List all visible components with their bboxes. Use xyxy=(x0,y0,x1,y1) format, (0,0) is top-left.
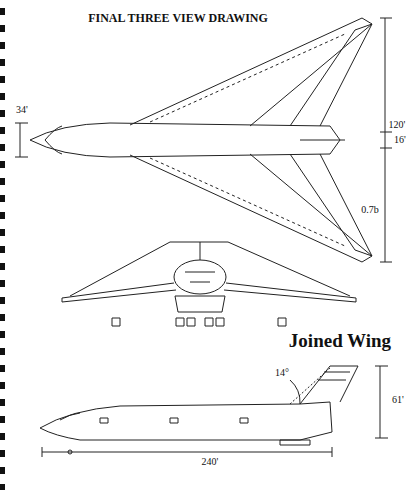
binding-mark xyxy=(0,178,5,185)
aft-wing-upper xyxy=(290,24,372,126)
dimension-label: 34' xyxy=(15,105,29,115)
fuselage-plan xyxy=(30,123,340,157)
binding-mark xyxy=(0,450,5,457)
front-wing-lower xyxy=(130,154,372,262)
dimension-label: 16' xyxy=(393,135,407,145)
binding-mark xyxy=(0,110,5,117)
dimension-label: 120' xyxy=(388,120,407,130)
dimension-label: Joined Wing xyxy=(289,331,391,350)
angle-arc xyxy=(290,380,300,404)
binding-mark xyxy=(0,416,5,423)
drawing-title: FINAL THREE VIEW DRAWING xyxy=(88,12,268,24)
main-gear xyxy=(280,440,310,445)
dimension-label: 14° xyxy=(274,368,290,378)
dimension-label: 0.7b xyxy=(360,205,380,215)
binding-mark xyxy=(0,144,5,151)
binding-mark xyxy=(0,280,5,287)
engine-bay xyxy=(175,296,225,312)
binding-mark xyxy=(0,263,5,270)
binding-mark xyxy=(0,212,5,219)
fuselage-side xyxy=(40,402,332,440)
windows xyxy=(185,272,215,282)
binding-mark xyxy=(0,93,5,100)
binding-mark xyxy=(0,8,5,15)
binding-mark xyxy=(0,484,5,490)
right-wing-front xyxy=(224,283,356,302)
wing-spar xyxy=(150,34,345,246)
binding-mark xyxy=(0,467,5,474)
binding-mark xyxy=(0,25,5,32)
binding-marks xyxy=(0,8,5,490)
length-dimension xyxy=(42,447,332,457)
binding-mark xyxy=(0,433,5,440)
canopy xyxy=(45,126,62,154)
binding-mark xyxy=(0,399,5,406)
fin-plan xyxy=(300,140,345,141)
binding-mark xyxy=(0,76,5,83)
binding-mark xyxy=(0,365,5,372)
binding-mark xyxy=(0,314,5,321)
binding-mark xyxy=(0,161,5,168)
doors xyxy=(100,418,248,423)
cockpit xyxy=(60,413,80,420)
sweep-line xyxy=(290,368,330,404)
engines-front xyxy=(112,318,286,326)
binding-mark xyxy=(0,127,5,134)
binding-mark xyxy=(0,42,5,49)
dimension-label: 61' xyxy=(391,395,405,405)
height-dimension xyxy=(375,366,388,438)
binding-mark xyxy=(0,382,5,389)
binding-mark xyxy=(0,229,5,236)
aft-wing-side xyxy=(318,372,350,380)
fin-front xyxy=(170,242,228,260)
binding-mark xyxy=(0,331,5,338)
binding-mark xyxy=(0,246,5,253)
left-wing-front xyxy=(62,283,176,302)
dimension-label: 240' xyxy=(201,457,220,467)
aft-wing-front xyxy=(70,242,350,296)
binding-mark xyxy=(0,348,5,355)
fin-side xyxy=(300,366,358,404)
span-dimension xyxy=(380,18,392,262)
front-wing-upper xyxy=(130,18,372,126)
binding-mark xyxy=(0,195,5,202)
binding-mark xyxy=(0,59,5,66)
binding-mark xyxy=(0,297,5,304)
fuselage-front xyxy=(174,260,226,294)
width-dimension xyxy=(15,123,28,157)
